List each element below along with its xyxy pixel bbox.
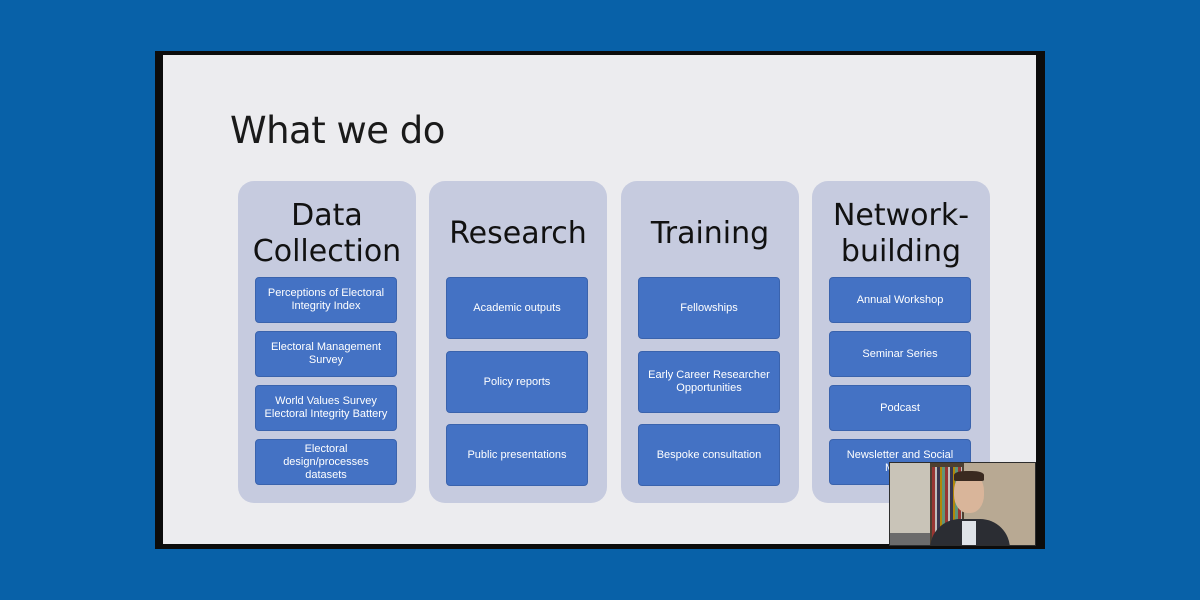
column-heading: Network- building: [832, 198, 970, 269]
list-item: Early Career Researcher Opportunities: [638, 351, 780, 413]
list-item: Fellowships: [638, 277, 780, 339]
list-item: World Values Survey Electoral Integrity …: [255, 385, 397, 431]
column-training: Training Fellowships Early Career Resear…: [621, 181, 799, 503]
list-item: Electoral design/processes datasets: [255, 439, 397, 485]
column-research: Research Academic outputs Policy reports…: [429, 181, 607, 503]
list-item: Perceptions of Electoral Integrity Index: [255, 277, 397, 323]
slide: What we do Data Collection Perceptions o…: [163, 55, 1036, 544]
column-heading: Data Collection: [252, 198, 402, 269]
speaker-hair: [954, 471, 984, 481]
list-item: Annual Workshop: [829, 277, 971, 323]
webcam-overlay[interactable]: [889, 462, 1036, 546]
speaker-shirt: [962, 521, 976, 545]
list-item: Policy reports: [446, 351, 588, 413]
list-item: Bespoke consultation: [638, 424, 780, 486]
list-item: Seminar Series: [829, 331, 971, 377]
slide-title: What we do: [230, 109, 445, 152]
chair: [890, 533, 930, 545]
list-item: Electoral Management Survey: [255, 331, 397, 377]
column-data-collection: Data Collection Perceptions of Electoral…: [238, 181, 416, 503]
column-network-building: Network- building Annual Workshop Semina…: [812, 181, 990, 503]
list-item: Podcast: [829, 385, 971, 431]
list-item: Academic outputs: [446, 277, 588, 339]
column-heading: Research: [449, 216, 587, 251]
list-item: Public presentations: [446, 424, 588, 486]
column-heading: Training: [650, 216, 770, 251]
